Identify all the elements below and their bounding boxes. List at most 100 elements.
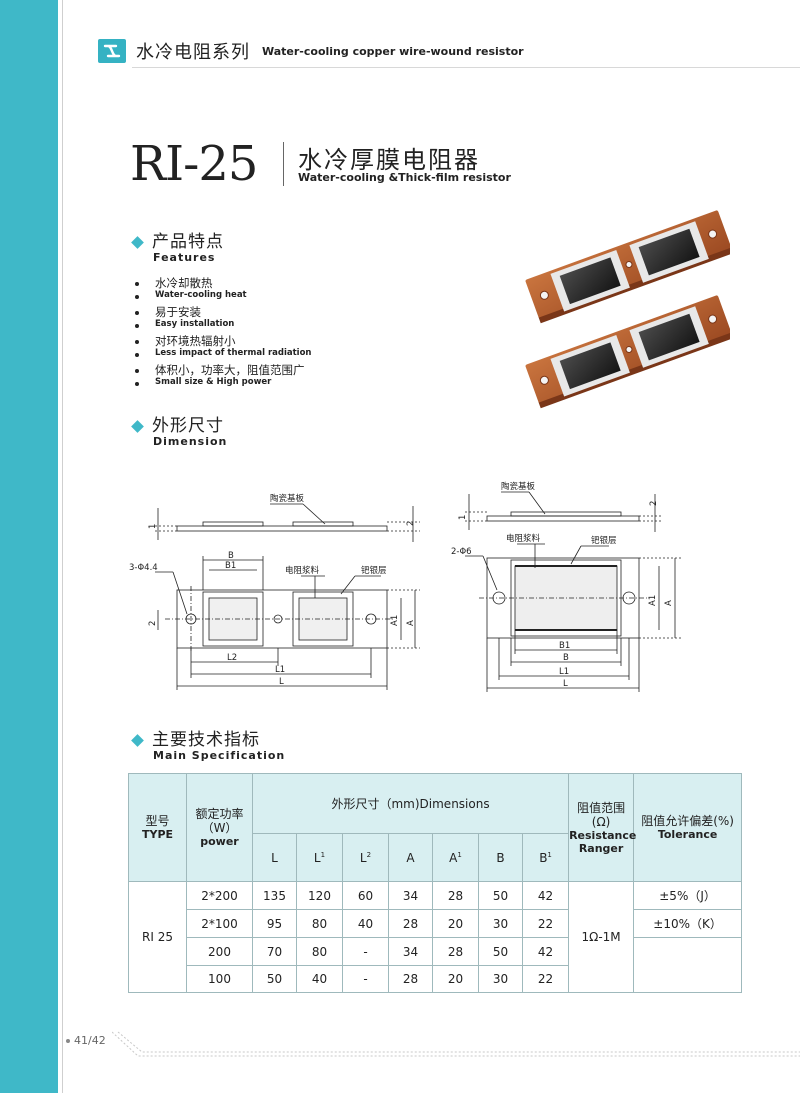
dim-L1: L1 — [275, 665, 285, 675]
label-paste: 电阻浆料 — [506, 533, 541, 544]
feature-en: Water-cooling heat — [155, 290, 247, 300]
bullet-icon — [135, 369, 139, 373]
feature-item: 易于安装 Easy installation — [133, 305, 353, 330]
cell: 28 — [432, 881, 479, 910]
features-list: 水冷却散热 Water-cooling heat 易于安装 Easy insta… — [133, 276, 353, 392]
feature-cn: 对环境热辐射小 — [155, 334, 236, 348]
table-row: 100 50 40 - 28 20 30 22 — [129, 965, 742, 993]
page-number-text: 41/42 — [74, 1034, 106, 1047]
dim-1: 1 — [458, 515, 468, 520]
cell: 20 — [432, 965, 479, 993]
bullet-icon — [135, 282, 139, 286]
dim-B1: B1 — [225, 561, 236, 571]
dimension-heading: 外形尺寸 Dimension — [131, 417, 228, 448]
product-photo — [525, 210, 730, 409]
cell: 80 — [296, 937, 343, 966]
header-rule — [132, 67, 800, 68]
col-power-header: 额定功率 （W） power — [186, 773, 253, 882]
title-separator — [283, 142, 284, 186]
footer-diagonal-lines — [112, 1031, 800, 1057]
col-B-header: B — [478, 833, 523, 882]
left-drawing — [155, 503, 420, 690]
bullet-icon — [135, 311, 139, 315]
spec-heading: 主要技术指标 Main Specification — [131, 731, 286, 762]
resistor-image-bottom — [525, 295, 730, 409]
dim-A1: A1 — [390, 615, 400, 626]
col-tolerance-header: 阻值允许偏差(%) Tolerance — [633, 773, 743, 882]
diamond-bullet-icon — [131, 420, 144, 433]
table-row: 2*100 95 80 40 28 20 30 22 ±10%（K） — [129, 909, 743, 938]
model-number: RI-25 — [130, 136, 258, 192]
bullet-icon — [66, 1038, 70, 1043]
cell: 22 — [521, 965, 570, 993]
dim-B1: B1 — [559, 641, 570, 651]
col-L2-header: L2 — [342, 833, 389, 882]
label-hole: 3-Φ4.4 — [129, 563, 158, 573]
cell: 28 — [388, 909, 433, 938]
cell: 80 — [296, 909, 343, 938]
cell: 20 — [432, 909, 479, 938]
feature-cn: 易于安装 — [155, 305, 201, 319]
label-layer: 钯银层 — [591, 535, 617, 546]
type-cell: RI 25 — [128, 881, 187, 993]
bullet-icon — [135, 340, 139, 344]
feature-en: Less impact of thermal radiation — [155, 348, 312, 358]
label-layer: 钯银层 — [361, 565, 387, 576]
cell: - — [342, 965, 389, 993]
power-cell: 200 — [186, 937, 253, 966]
tolerance-cell-empty — [633, 937, 743, 993]
spec-table: 型号 TYPE 额定功率 （W） power 外形尺寸（mm)Dimension… — [128, 773, 743, 993]
cell: 42 — [521, 881, 570, 910]
diamond-bullet-icon — [131, 236, 144, 249]
range-cell: 1Ω-1M — [568, 881, 635, 993]
product-title-cn: 水冷厚膜电阻器 — [298, 146, 480, 174]
col-type-header: 型号 TYPE — [128, 773, 187, 882]
bullet-icon — [135, 324, 139, 328]
label-substrate: 陶瓷基板 — [501, 481, 536, 492]
col-L-header: L — [252, 833, 297, 882]
cell: 120 — [296, 881, 343, 910]
cell: 50 — [478, 937, 523, 966]
features-heading: 产品特点 Features — [131, 232, 224, 264]
dim-1: 1 — [148, 524, 158, 529]
col-range-header: 阻值范围 (Ω) Resistance Ranger — [568, 773, 636, 882]
spec-title-en: Main Specification — [153, 749, 286, 762]
left-drawing-labels: 陶瓷基板 1 2 3-Φ4.4 B B1 电阻浆料 钯银层 2 A1 A L2 … — [129, 493, 416, 687]
cell: 42 — [521, 937, 570, 966]
power-cell: 2*200 — [186, 881, 253, 910]
side-divider — [62, 0, 63, 1093]
tolerance-cell: ±10%（K） — [633, 909, 743, 938]
dim-L: L — [279, 677, 284, 687]
col-B1-header: B1 — [521, 833, 570, 882]
cell: 50 — [478, 881, 523, 910]
cell: 34 — [388, 881, 433, 910]
col-A1-header: A1 — [432, 833, 479, 882]
feature-cn: 水冷却散热 — [155, 276, 213, 290]
dim-2: 2 — [406, 521, 416, 526]
table-row: 200 70 80 - 34 28 50 42 — [129, 937, 743, 993]
features-title-cn: 产品特点 — [152, 232, 224, 252]
logo-icon — [98, 39, 126, 63]
cell: - — [342, 937, 389, 966]
cell: 34 — [388, 937, 433, 966]
dimension-drawings: 陶瓷基板 1 2 3-Φ4.4 B B1 电阻浆料 钯银层 2 A1 A L2 … — [129, 481, 681, 692]
cell: 30 — [478, 909, 523, 938]
product-title-en: Water-cooling &Thick-film resistor — [298, 171, 511, 184]
cell: 28 — [432, 937, 479, 966]
features-title-en: Features — [153, 251, 216, 264]
feature-item: 体积小，功率大，阻值范围广 Small size & High power — [133, 363, 353, 388]
dimension-title-en: Dimension — [153, 435, 228, 448]
cell: 22 — [521, 909, 570, 938]
cell: 30 — [478, 965, 523, 993]
label-substrate: 陶瓷基板 — [270, 493, 305, 504]
feature-item: 对环境热辐射小 Less impact of thermal radiation — [133, 334, 353, 359]
right-drawing-labels: 陶瓷基板 1 2 2-Φ6 电阻浆料 钯银层 A1 A B1 B L1 L — [451, 481, 674, 689]
feature-en: Small size & High power — [155, 377, 272, 387]
dim-A: A — [406, 620, 416, 626]
cell: 50 — [252, 965, 297, 993]
feature-cn: 体积小，功率大，阻值范围广 — [155, 363, 305, 377]
page-number: 41/42 — [66, 1034, 106, 1047]
label-hole: 2-Φ6 — [451, 547, 472, 557]
resistor-image-top — [525, 210, 730, 324]
cell: 40 — [342, 909, 389, 938]
